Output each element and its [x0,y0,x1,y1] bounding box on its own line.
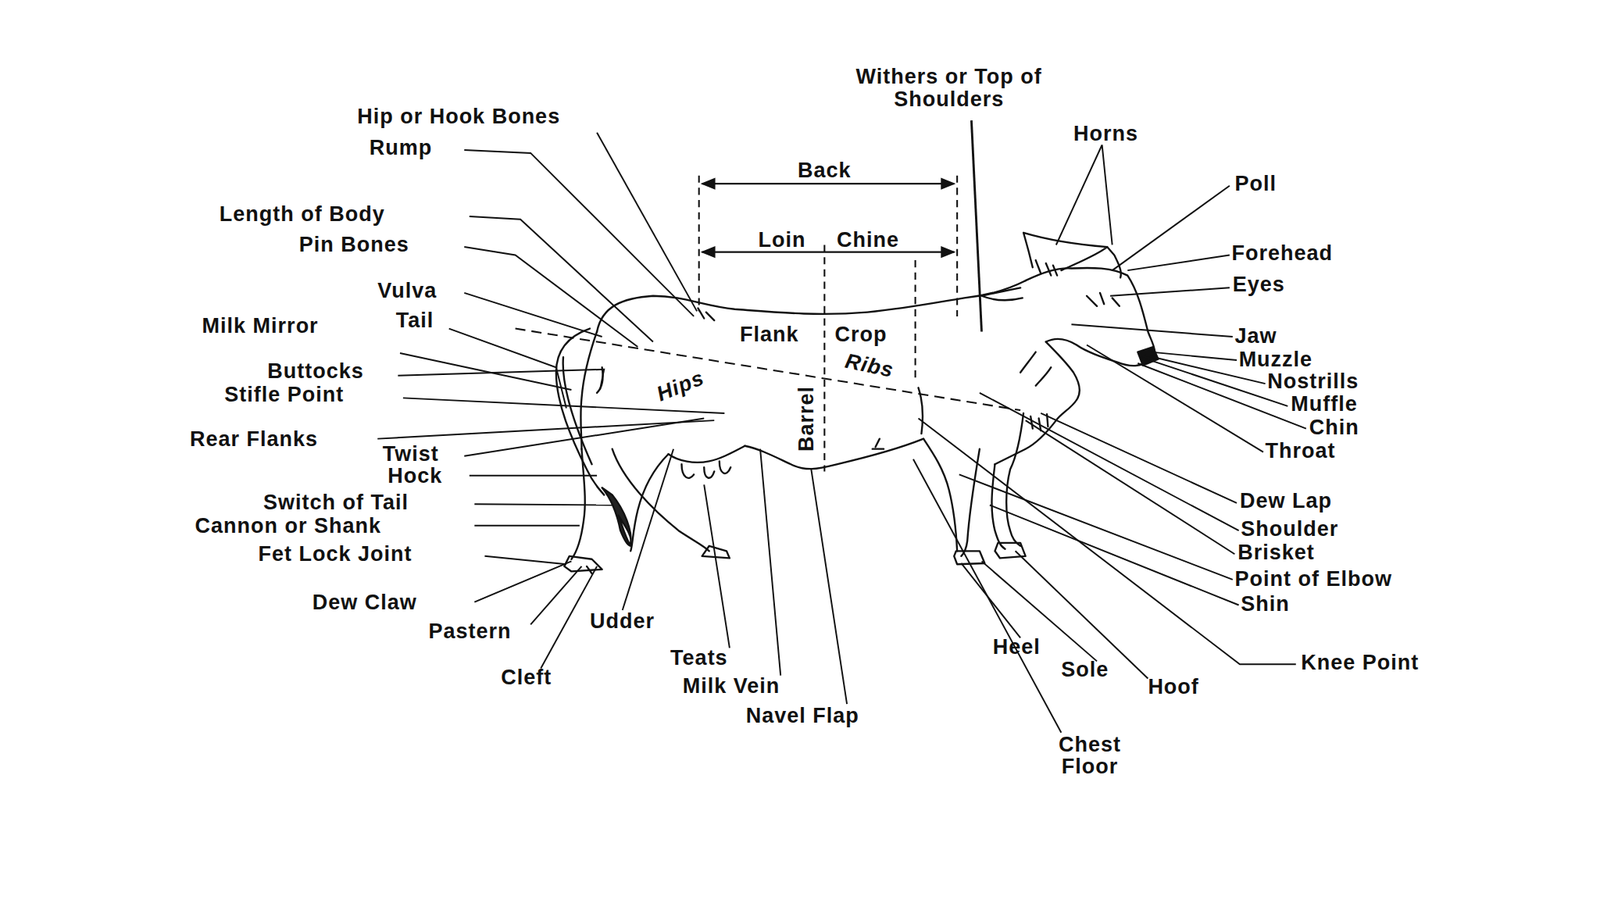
part-label: Chest Floor [1048,732,1131,778]
part-label: Poll [1234,172,1277,195]
part-label: Hips [653,366,708,406]
part-label: Ribs [842,349,896,382]
part-label: Dew Claw [312,590,418,613]
part-label: Hock [387,464,443,486]
part-label: Sole [1060,658,1109,681]
part-label: Heel [992,635,1041,658]
part-label: Brisket [1237,540,1315,563]
part-label: Shin [1240,592,1290,615]
part-label: Muzzle [1239,348,1314,371]
part-label: Crop [834,323,887,346]
leader-lines [377,132,1307,733]
part-label: Withers or Top of Shoulders [820,65,1079,111]
part-label: Milk Mirror [202,314,319,336]
part-label: Tail [396,309,435,332]
part-label: Cannon or Shank [194,514,382,536]
part-label: Forehead [1231,242,1333,265]
part-label: Hip or Hook Bones [357,105,561,128]
part-label: Fet Lock Joint [257,542,412,565]
part-label: Throat [1265,439,1336,462]
part-label: Buttocks [267,360,365,383]
part-label: Nostrills [1267,370,1359,393]
part-label: Point of Elbow [1234,567,1392,590]
part-label: Pin Bones [299,233,410,256]
part-label: Horns [1073,122,1139,145]
part-label: Teats [670,646,729,669]
part-label: Rump [369,136,433,159]
part-label: Shoulder [1240,517,1339,540]
part-label: Loin [757,228,806,251]
part-label: Hoof [1147,675,1199,698]
part-label: Chine [836,228,900,251]
part-label: Length of Body [219,203,386,225]
part-label: Navel Flap [746,703,860,726]
part-label: Jaw [1234,325,1277,347]
part-label: Pastern [428,620,512,643]
part-label: Back [797,159,852,182]
measure-lines [515,120,1022,472]
part-label: Dew Lap [1239,489,1333,512]
part-label: Cleft [500,666,552,689]
part-label: Udder [589,610,655,633]
part-label: Stifle Point [224,383,344,406]
cow-outline [556,232,1159,574]
part-label: Twist [382,442,440,465]
part-label: Rear Flanks [189,427,318,450]
part-label: Switch of Tail [263,490,409,513]
part-label: Vulva [377,279,437,302]
part-label: Muffle [1290,392,1358,415]
part-label: Chin [1309,416,1360,439]
part-label: Flank [739,323,800,346]
part-label: Eyes [1232,273,1286,296]
part-label: Milk Vein [682,675,781,697]
part-label: Barrel [795,385,818,451]
part-label: Knee Point [1300,651,1419,674]
